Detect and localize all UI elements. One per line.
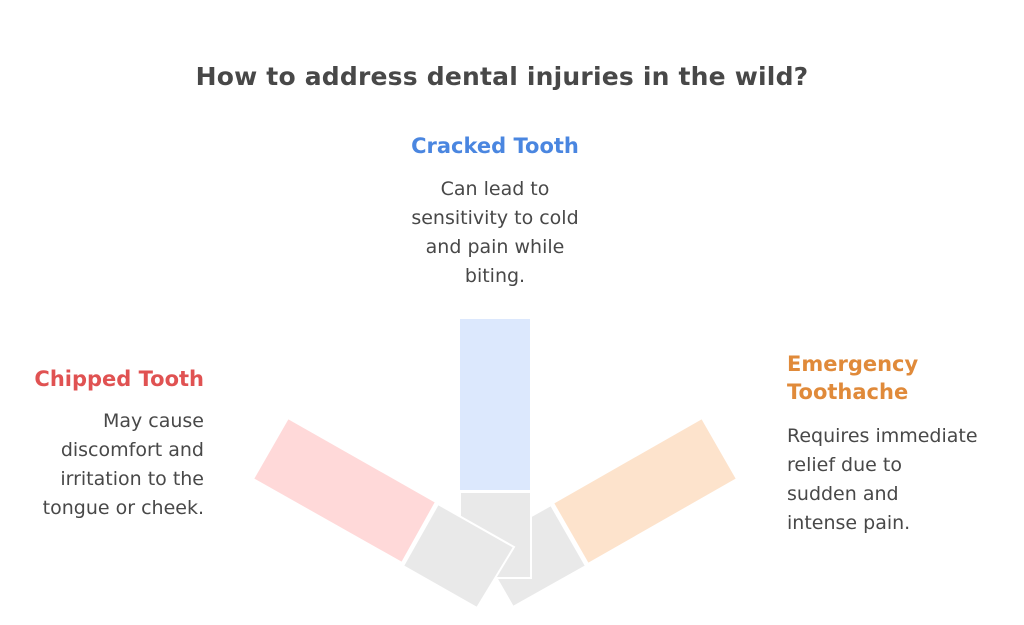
emergency-toothache-bar xyxy=(551,416,739,566)
emergency-desc-line-4: intense pain. xyxy=(787,512,911,534)
cracked-tooth-bar xyxy=(460,319,530,490)
diagram-title: How to address dental injuries in the wi… xyxy=(0,62,1024,91)
emergency-heading-line-1: Emergency xyxy=(787,352,919,376)
cracked-desc-line-4: biting. xyxy=(464,265,526,287)
chipped-desc-line-4: tongue or cheek. xyxy=(42,497,204,519)
chipped-base-segment xyxy=(401,502,516,610)
cracked-desc-line-1: Can lead to xyxy=(440,178,550,200)
chipped-desc-line-3: irritation to the xyxy=(60,468,204,490)
emergency-toothache-description: Requires immediate relief due to sudden … xyxy=(787,422,1024,538)
chipped-desc-line-1: May cause xyxy=(102,410,204,432)
chipped-tooth-heading: Chipped Tooth xyxy=(34,367,204,391)
emergency-desc-line-1: Requires immediate xyxy=(787,425,978,447)
cracked-tooth-heading: Cracked Tooth xyxy=(411,134,579,158)
diagram-title-text: How to address dental injuries in the wi… xyxy=(195,62,809,91)
cracked-tooth-description: Can lead to sensitivity to cold and pain… xyxy=(370,175,620,291)
emergency-heading-line-2: Toothache xyxy=(787,380,909,404)
emergency-toothache-heading: Emergency Toothache xyxy=(787,350,1017,406)
emergency-desc-line-2: relief due to xyxy=(787,454,902,476)
cracked-desc-line-2: sensitivity to cold xyxy=(411,207,579,229)
emergency-desc-line-3: sudden and xyxy=(787,483,899,505)
chipped-desc-line-2: discomfort and xyxy=(60,439,204,461)
cracked-desc-line-3: and pain while xyxy=(425,236,565,258)
chipped-tooth-description: May cause discomfort and irritation to t… xyxy=(0,407,204,523)
chipped-tooth-bar xyxy=(251,416,438,565)
